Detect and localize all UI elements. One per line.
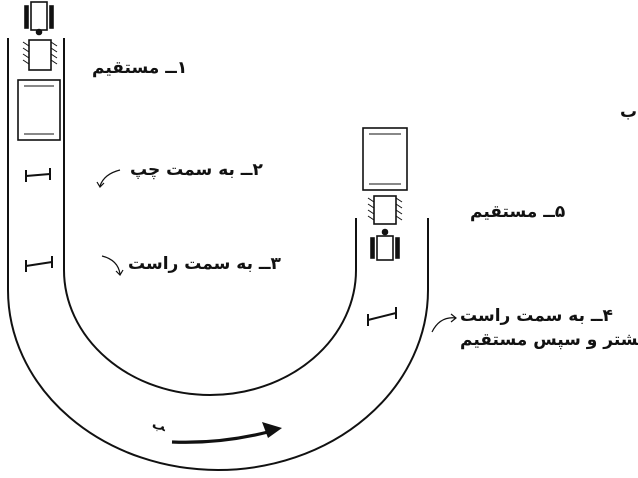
track-outer-wall bbox=[7, 38, 429, 471]
wheel-marker-step2 bbox=[25, 168, 51, 182]
right-vehicle-driver bbox=[381, 228, 389, 236]
right-vehicle-coupling bbox=[373, 195, 397, 225]
steer-right-arrow-step4-icon bbox=[431, 313, 457, 333]
right-vehicle-wheel-right bbox=[395, 237, 400, 259]
right-vehicle-trailer bbox=[362, 127, 408, 191]
left-vehicle-driver bbox=[35, 28, 43, 36]
right-vehicle-wheel-left bbox=[370, 237, 375, 259]
label-step1-straight: ۱ــ مستقیم bbox=[92, 58, 188, 78]
label-step2-left: ۲ــ به سمت چپ bbox=[130, 160, 263, 180]
label-step4-line2: بیشتر و سپس مستقیم bbox=[460, 330, 638, 350]
wheel-marker-step4 bbox=[367, 307, 397, 326]
wheel-marker-step3 bbox=[25, 256, 53, 272]
track-inner-wall bbox=[63, 38, 357, 396]
steer-right-arrow-icon bbox=[101, 255, 124, 276]
right-vehicle bbox=[362, 127, 408, 261]
reverse-direction-arrow-icon bbox=[171, 422, 282, 444]
right-vehicle-cab bbox=[376, 235, 394, 261]
label-step4-line1: ۴ــ به سمت راست bbox=[460, 306, 613, 326]
left-vehicle-trailer bbox=[17, 79, 61, 141]
steer-left-arrow-icon bbox=[96, 169, 121, 188]
left-vehicle-coupling bbox=[28, 39, 52, 71]
label-cut-fragment: ب bbox=[620, 102, 638, 122]
left-vehicle-wheel-left bbox=[24, 5, 29, 29]
left-vehicle-cab bbox=[30, 1, 48, 31]
label-step5-straight: ۵ــ مستقیم bbox=[470, 202, 566, 222]
left-vehicle bbox=[17, 1, 61, 141]
left-vehicle-wheel-right bbox=[49, 5, 54, 29]
label-step3-right: ۳ــ به سمت راست bbox=[128, 254, 281, 274]
